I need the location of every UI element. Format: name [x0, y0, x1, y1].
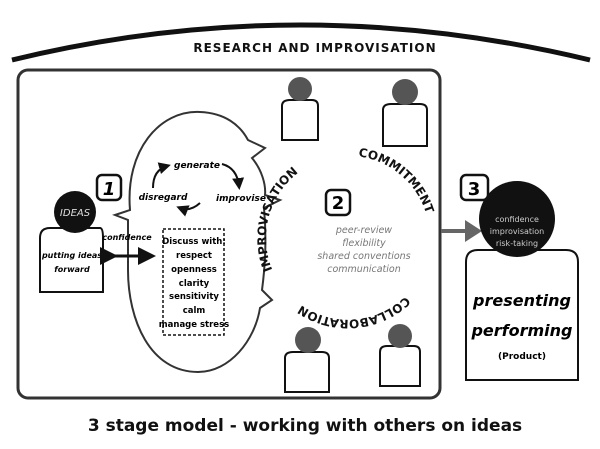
svg-text:openness: openness: [171, 265, 217, 275]
svg-text:2: 2: [332, 193, 345, 214]
performer-person: confidence improvisation risk-taking pre…: [465, 181, 579, 381]
research-box: [16, 68, 442, 400]
svg-text:peer-review: peer-review: [335, 225, 392, 236]
svg-text:Discuss with:: Discuss with:: [162, 237, 225, 247]
svg-text:disregard: disregard: [139, 193, 188, 203]
svg-text:flexibility: flexibility: [342, 238, 386, 249]
discuss-box: Discuss with: respect openness clarity s…: [159, 228, 229, 336]
confidence-label: confidence: [102, 233, 152, 242]
svg-text:putting ideas: putting ideas: [41, 251, 102, 260]
svg-text:improvise: improvise: [216, 194, 266, 204]
group-person: [379, 324, 421, 387]
svg-text:1: 1: [103, 179, 116, 200]
header-title: RESEARCH AND IMPROVISATION: [193, 41, 436, 55]
svg-text:generate: generate: [174, 161, 220, 171]
svg-text:shared conventions: shared conventions: [317, 251, 410, 262]
idea-cycle: generate improvise disregard: [139, 161, 266, 217]
arrow-to-stage-3: [441, 220, 482, 242]
svg-text:improvisation: improvisation: [490, 227, 544, 236]
svg-text:respect: respect: [176, 251, 212, 261]
group-person: [382, 79, 428, 147]
step-2-badge: 2: [324, 188, 352, 217]
step-1-badge: 1: [95, 173, 123, 202]
group-person: [284, 327, 330, 393]
svg-text:communication: communication: [327, 264, 400, 275]
svg-text:clarity: clarity: [179, 279, 210, 289]
svg-text:forward: forward: [54, 265, 90, 274]
group-person: [281, 77, 319, 141]
svg-text:confidence: confidence: [495, 215, 539, 224]
svg-text:3: 3: [468, 179, 481, 200]
svg-text:sensitivity: sensitivity: [169, 292, 219, 302]
caption: 3 stage model - working with others on i…: [88, 416, 522, 436]
svg-text:manage stress: manage stress: [159, 320, 229, 330]
svg-text:presenting: presenting: [472, 291, 571, 310]
step-3-badge: 3: [459, 173, 490, 202]
stage2-items: peer-review flexibility shared conventio…: [317, 225, 410, 275]
svg-text:risk-taking: risk-taking: [496, 239, 538, 248]
svg-text:(Product): (Product): [498, 352, 546, 362]
arc-label-commitment: COMMITMENT: [358, 145, 437, 215]
svg-text:IDEAS: IDEAS: [60, 208, 91, 219]
header-arc: [11, 22, 591, 63]
svg-text:performing: performing: [470, 321, 572, 340]
ideas-person: IDEAS putting ideas forward: [39, 191, 104, 293]
svg-text:calm: calm: [183, 306, 206, 316]
